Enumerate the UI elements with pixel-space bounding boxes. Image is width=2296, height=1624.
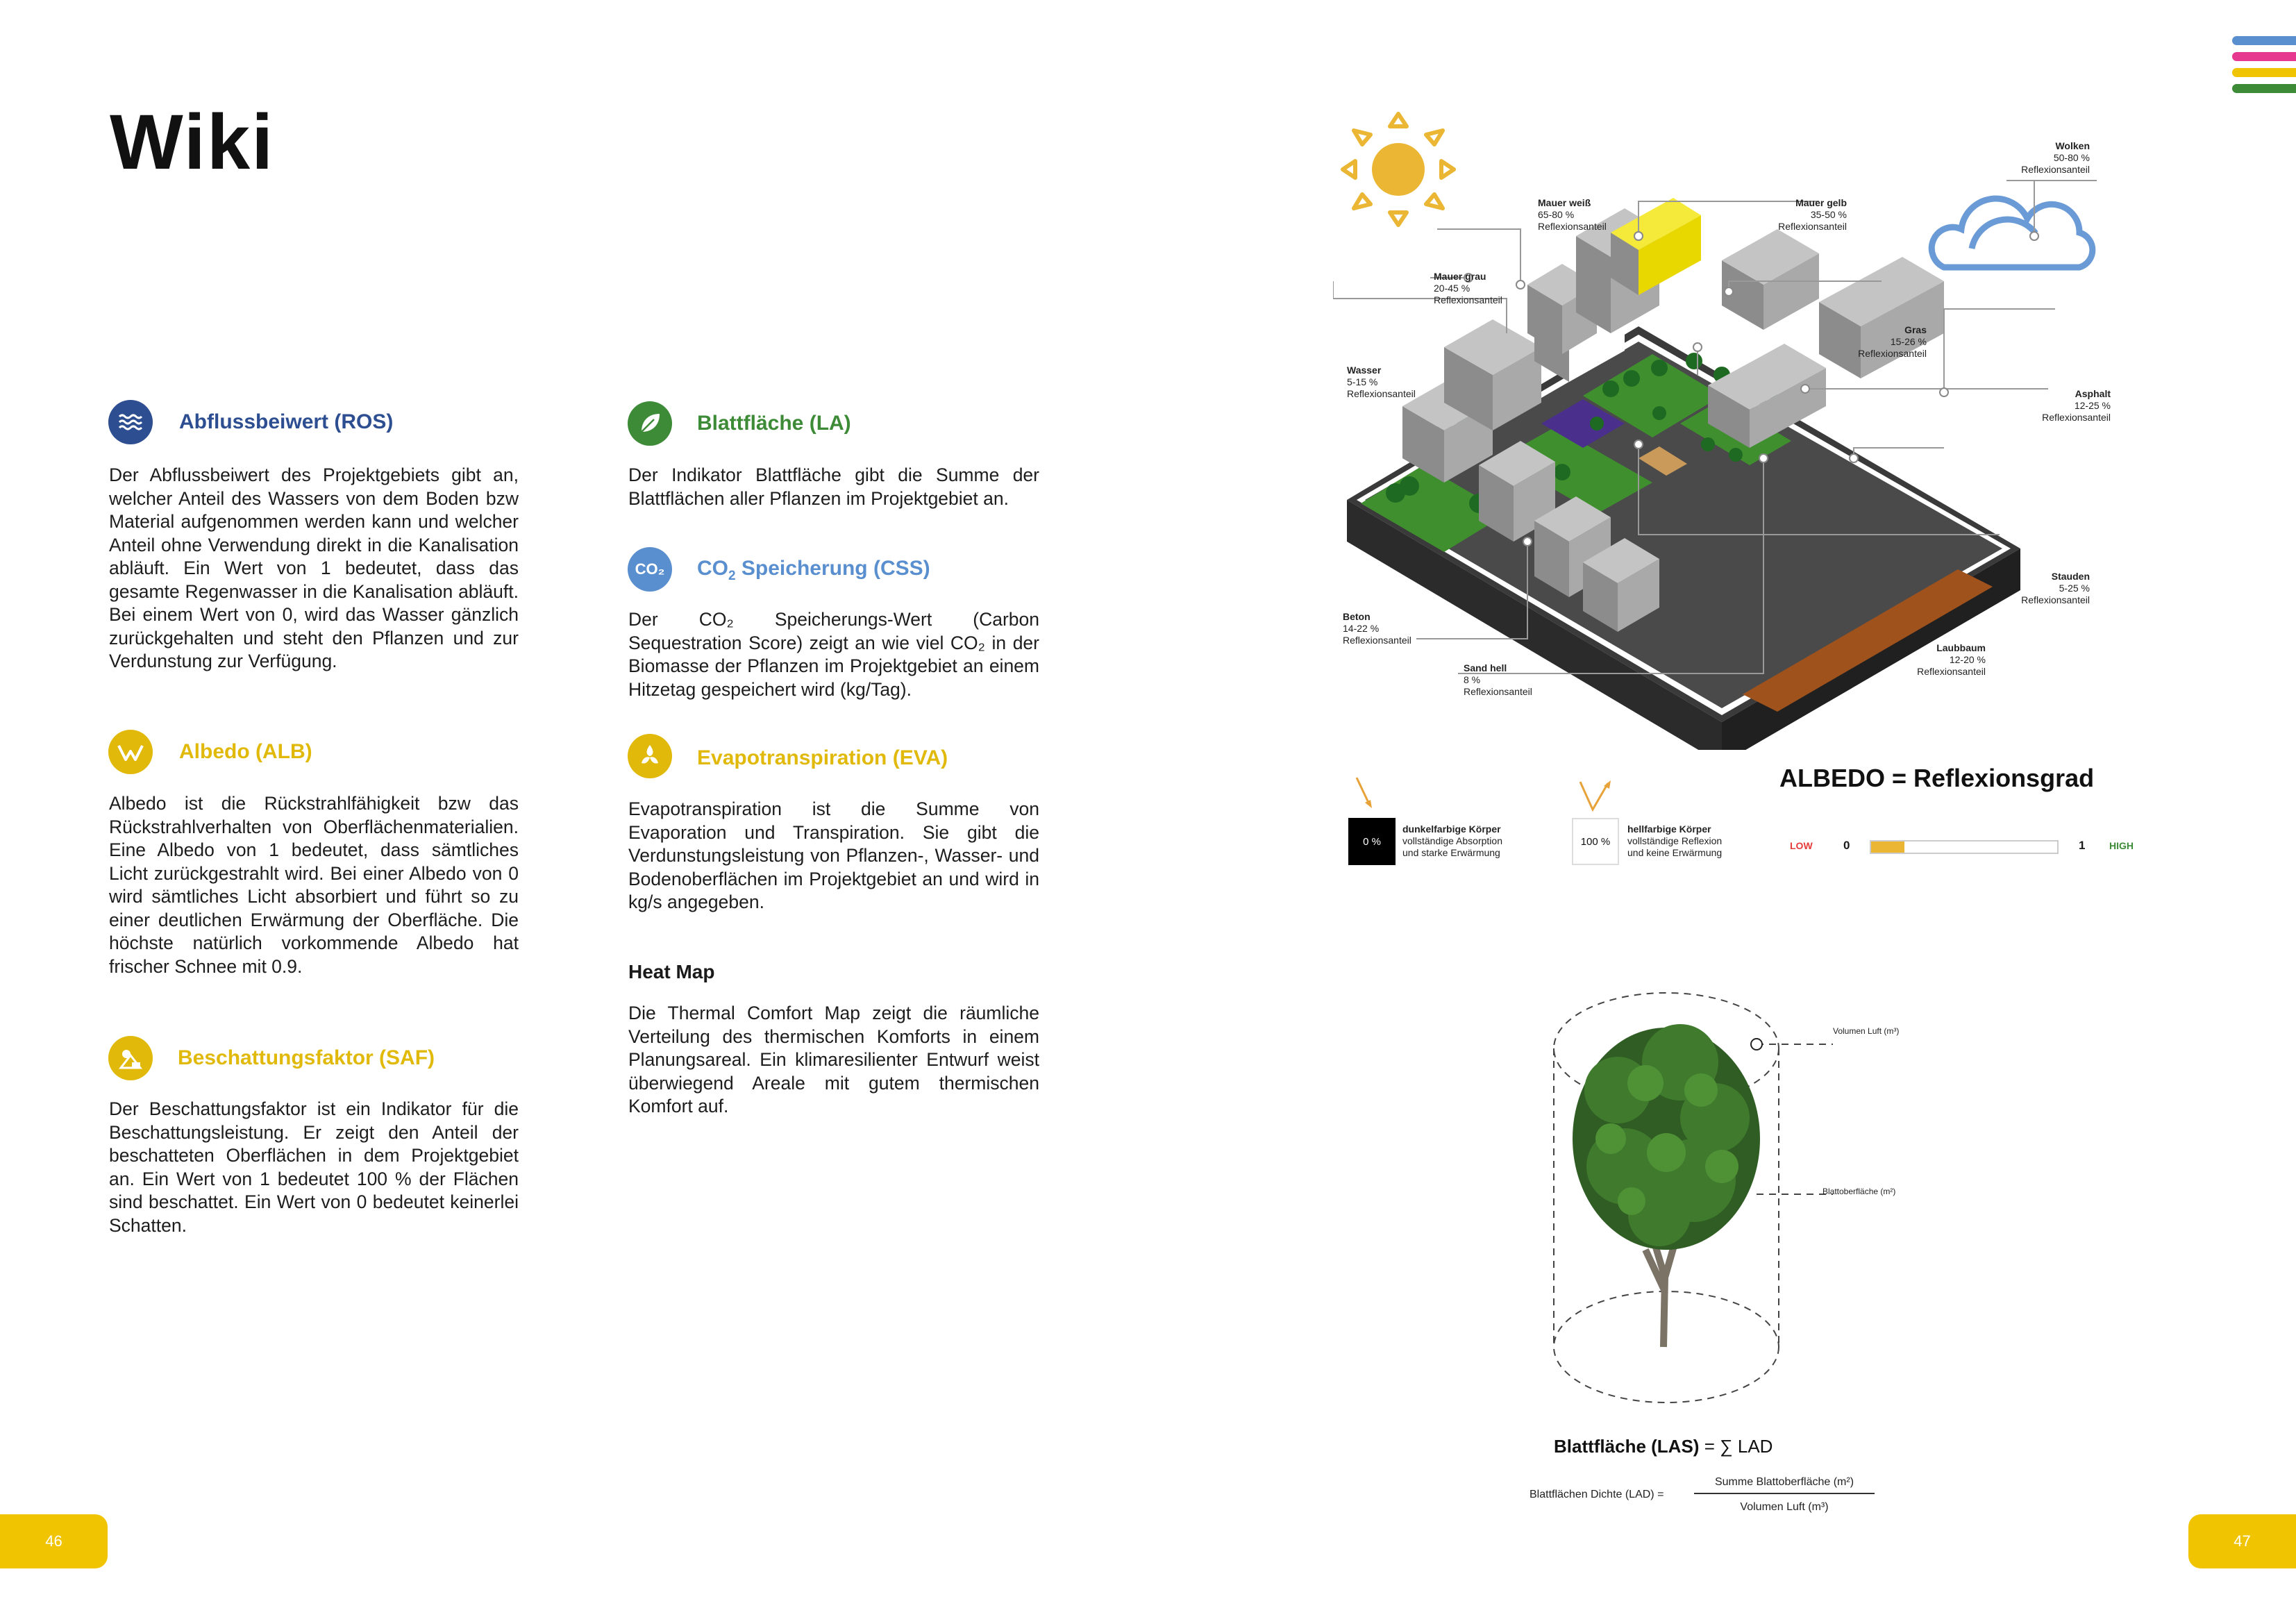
scale-max-label: 1 [2079,839,2086,852]
section-title-css-post: Speicherung (CSS) [735,557,930,580]
runoff-icon [108,400,153,444]
section-title-la: Blattfläche (LA) [697,412,851,435]
section-title-saf: Beschattungsfaktor (SAF) [178,1046,435,1069]
albedo-scale-bar [1870,840,2059,854]
density-denominator: Volumen Luft (m³) [1740,1501,1829,1513]
section-text-la: Der Indikator Blattfläche gibt die Summe… [628,464,1039,509]
fraction-line [1694,1493,1875,1494]
volume-label: Volumen Luft (m³) [1833,1026,1900,1036]
page-number-right: 47 [2188,1514,2296,1568]
section-title-heat: Heat Map [628,961,715,982]
albedo-icon [108,730,153,774]
dark-arrow-icon [1355,777,1372,808]
section-title-css-pre: CO [697,557,728,580]
city-block [1347,198,2020,750]
scale-min-label: 0 [1843,839,1850,852]
co2-icon-text: CO₂ [635,560,665,578]
section-title-alb: Albedo (ALB) [179,740,312,763]
leaf-area-formula: Blattfläche (LAS) = ∑ LAD [1554,1436,1773,1457]
section-text-heat: Die Thermal Comfort Map zeigt die räumli… [628,1003,1039,1116]
section-title-eva: Evapotranspiration (EVA) [697,746,948,769]
albedo-illustration [1333,112,2097,750]
shading-icon [108,1036,153,1080]
section-title-css: CO2 Speicherung (CSS) [697,557,930,584]
tree-illustration [1553,992,1833,1403]
leaf-area-label: Blattoberfläche (m²) [1822,1187,1896,1196]
co2-icon: CO₂ [628,547,672,592]
section-text-alb: Albedo ist die Rückstrahlfähigkeit bzw d… [109,793,519,977]
section-text-eva: Evapotranspiration ist die Summe von Eva… [628,798,1039,912]
scale-low-label: LOW [1790,840,1813,851]
section-text-saf: Der Beschattungsfaktor ist ein Indikator… [109,1098,519,1236]
cloud-icon [1928,195,2096,271]
page-number-left: 46 [0,1514,108,1568]
density-numerator: Summe Blattoberfläche (m²) [1714,1476,1854,1488]
albedo-scale-fill [1871,842,1905,853]
scale-high-label: HIGH [2109,840,2134,851]
sun-icon [1341,112,1456,227]
section-text-ros: Der Abflussbeiwert des Projektgebiets gi… [109,464,519,671]
light-box: 100 % [1572,818,1619,865]
leaf-icon [628,401,672,446]
light-arrow-icon [1579,780,1611,812]
color-stripes [2232,36,2296,93]
evapotranspiration-icon [628,734,672,778]
section-title-css-sub: 2 [728,569,736,583]
dark-box: 0 % [1348,818,1396,865]
density-label: Blattflächen Dichte (LAD) = [1530,1489,1664,1500]
albedo-formula: ALBEDO = Reflexionsgrad [1779,764,2095,792]
section-title-ros: Abflussbeiwert (ROS) [179,410,394,433]
section-text-css: Der CO₂ Speicherungs-Wert (Carbon Seques… [628,609,1039,700]
page-title: Wiki [110,99,275,185]
